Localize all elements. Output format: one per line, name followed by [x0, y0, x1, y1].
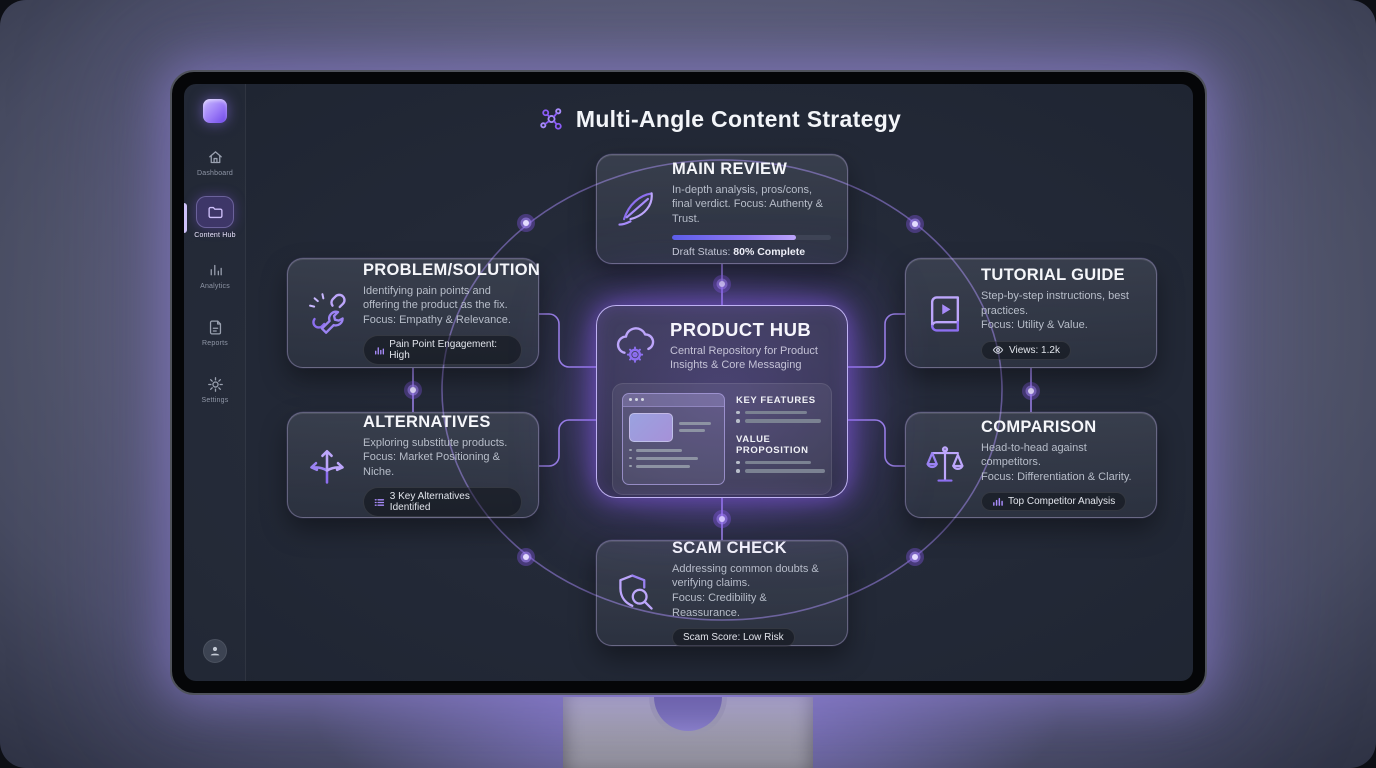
- cloud-gear-icon: [612, 323, 658, 369]
- settings-gear-icon: [206, 375, 224, 393]
- eye-icon: [992, 346, 1004, 354]
- progress-bar: [672, 235, 831, 241]
- card-alternatives[interactable]: ALTERNATIVES Exploring substitute produc…: [287, 412, 539, 518]
- home-icon: [206, 148, 224, 166]
- card-description: In-depth analysis, pros/cons, final verd…: [672, 183, 824, 225]
- card-badge: Views: 1.2k: [981, 340, 1071, 360]
- sidebar-item-dashboard[interactable]: Dashboard: [184, 148, 246, 177]
- card-title: TUTORIAL GUIDE: [981, 265, 1125, 284]
- card-tutorial-guide[interactable]: TUTORIAL GUIDE Step-by-step instructions…: [905, 258, 1157, 368]
- card-comparison[interactable]: COMPARISON Head-to-head against competit…: [905, 412, 1157, 518]
- stand-hinge-ring: [649, 697, 727, 736]
- card-title: ALTERNATIVES: [363, 412, 491, 431]
- sidebar-item-settings[interactable]: Settings: [184, 375, 246, 404]
- hub-description: Central Repository for Product Insights …: [670, 345, 818, 372]
- user-avatar[interactable]: [203, 639, 227, 663]
- sidebar-item-label: Reports: [202, 340, 228, 347]
- page-title: Multi-Angle Content Strategy: [575, 106, 902, 132]
- card-description: Addressing common doubts & verifying cla…: [672, 562, 819, 619]
- active-item-indicator: [184, 203, 187, 233]
- page-header: Multi-Angle Content Strategy: [246, 106, 1193, 133]
- sidebar: Dashboard Content Hub Analytics: [184, 84, 246, 681]
- browser-mockup-titlebar: [623, 393, 724, 407]
- bar-chart-icon: [375, 347, 385, 355]
- sidebar-item-label: Analytics: [200, 283, 230, 290]
- sidebar-item-label: Settings: [201, 397, 229, 404]
- sidebar-item-label: Content Hub: [194, 232, 236, 239]
- diagram-connectors: [404, 159, 1040, 621]
- app-logo-cube[interactable]: [203, 99, 227, 123]
- scales-icon: [922, 443, 968, 487]
- hub-title: PRODUCT HUB: [670, 319, 812, 340]
- sidebar-item-reports[interactable]: Reports: [184, 318, 246, 347]
- connector-nodes: [404, 214, 1040, 566]
- card-product-hub[interactable]: PRODUCT HUB Central Repository for Produ…: [596, 305, 848, 498]
- card-main-review[interactable]: MAIN REVIEW In-depth analysis, pros/cons…: [596, 154, 848, 264]
- list-icon: [374, 498, 385, 506]
- card-badge: Top Competitor Analysis: [981, 492, 1127, 512]
- sidebar-item-analytics[interactable]: Analytics: [184, 261, 246, 290]
- panel-section-heading: KEY FEATURES: [736, 394, 816, 406]
- analytics-bars-icon: [206, 261, 224, 279]
- bar-chart-icon: [993, 498, 1003, 507]
- branch-arrows-icon: [304, 443, 350, 487]
- card-description: Identifying pain points and offering the…: [363, 284, 511, 326]
- card-problem-solution[interactable]: PROBLEM/SOLUTION Identifying pain points…: [287, 258, 541, 368]
- card-badge: Scam Score: Low Risk: [672, 628, 795, 648]
- card-badge: 3 Key Alternatives Identified: [363, 487, 522, 518]
- card-scam-check[interactable]: SCAM CHECK Addressing common doubts & ve…: [596, 538, 848, 648]
- card-title: SCAM CHECK: [672, 538, 787, 557]
- network-nodes-icon: [540, 108, 562, 130]
- broken-link-wrench-icon: [304, 291, 350, 335]
- shield-magnifier-icon: [613, 571, 659, 615]
- card-description: Exploring substitute products. Focus: Ma…: [363, 436, 508, 478]
- card-title: COMPARISON: [981, 417, 1097, 436]
- progress-fill: [672, 235, 797, 241]
- screen: Dashboard Content Hub Analytics: [184, 84, 1193, 681]
- sidebar-item-content-hub[interactable]: Content Hub: [184, 196, 246, 239]
- person-icon: [210, 646, 220, 656]
- sidebar-item-label: Dashboard: [196, 170, 234, 177]
- panel-section-heading: VALUE PROPOSITION: [736, 433, 809, 456]
- book-play-icon: [922, 291, 968, 335]
- card-title: PROBLEM/SOLUTION: [363, 260, 541, 279]
- quill-icon: [613, 187, 659, 231]
- card-description: Step-by-step instructions, best practice…: [981, 289, 1129, 332]
- card-description: Head-to-head against competitors. Focus:…: [981, 441, 1132, 483]
- progress-label: Draft Status: 80% Complete: [672, 246, 806, 259]
- browser-mockup: [622, 392, 725, 485]
- card-badge: Pain Point Engagement: High: [363, 335, 522, 366]
- card-title: MAIN REVIEW: [672, 159, 788, 178]
- monitor: Dashboard Content Hub Analytics: [170, 70, 1207, 695]
- hub-detail-panel: KEY FEATURES VALUE PROPOSITION: [612, 382, 832, 495]
- mockup-image-placeholder: [629, 412, 673, 442]
- report-doc-icon: [206, 318, 224, 336]
- folder-icon: [196, 196, 234, 228]
- monitor-stand: [563, 697, 813, 768]
